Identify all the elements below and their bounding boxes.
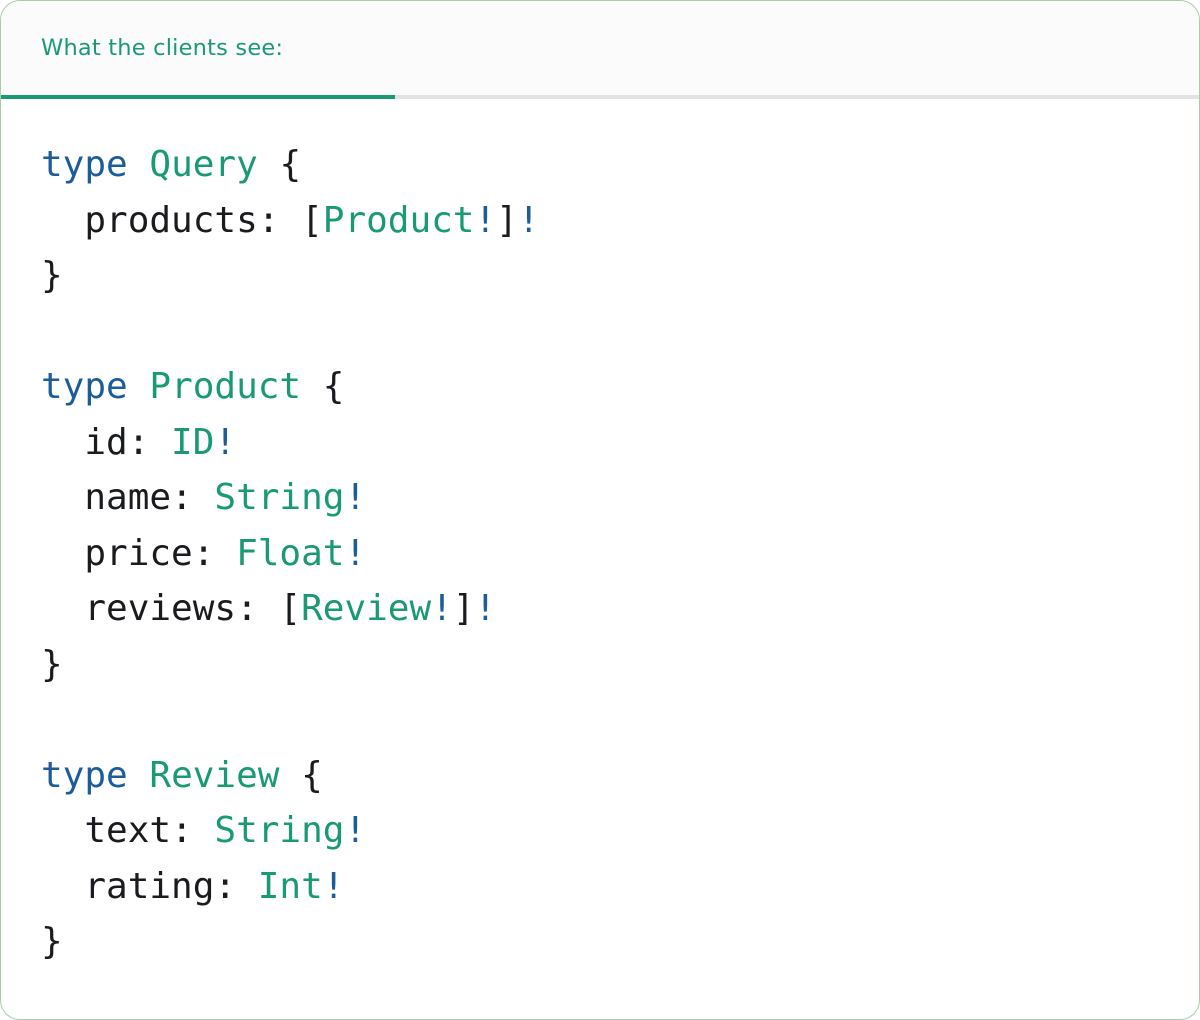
- code-token: rating:: [41, 865, 258, 907]
- code-token: id:: [41, 421, 172, 463]
- code-token: !: [431, 588, 453, 629]
- tab-label: What the clients see:: [41, 35, 284, 61]
- code-token: text:: [41, 810, 215, 851]
- code-token: type: [41, 754, 128, 796]
- code-token: String: [214, 810, 345, 851]
- code-token: !: [474, 199, 497, 241]
- code-token: reviews: [: [41, 588, 302, 629]
- code-token: Product: [322, 199, 475, 241]
- code-token: products: [: [41, 199, 323, 241]
- code-token: String: [214, 477, 345, 518]
- code-token: type: [41, 144, 128, 185]
- code-token: Float: [236, 532, 345, 574]
- code-token: [128, 366, 150, 407]
- code-token: Review: [149, 754, 280, 796]
- code-token: Review: [301, 588, 432, 629]
- tab-bar: What the clients see:: [1, 1, 1199, 99]
- code-token: !: [322, 865, 345, 907]
- code-token: [128, 755, 150, 796]
- code-token: name:: [41, 477, 215, 518]
- code-token: Query: [149, 144, 258, 185]
- code-token: !: [214, 421, 237, 463]
- code-token: !: [474, 588, 497, 629]
- code-token: Int: [257, 865, 323, 907]
- code-token: }: [41, 643, 63, 685]
- code-token: type: [41, 366, 128, 407]
- code-token: {: [279, 754, 323, 796]
- code-token: Product: [149, 366, 302, 407]
- graphql-code-block: type Query { products: [Product!]! } typ…: [1, 99, 1199, 1010]
- code-token: price:: [41, 532, 237, 574]
- code-token: ]: [496, 199, 518, 241]
- code-token: !: [344, 477, 367, 518]
- active-tab-indicator: [1, 95, 395, 99]
- code-token: }: [41, 921, 63, 962]
- code-token: !: [344, 810, 367, 851]
- code-token: !: [517, 199, 540, 241]
- code-token: {: [257, 144, 302, 185]
- code-token: ]: [452, 588, 475, 629]
- code-token: !: [344, 532, 367, 574]
- code-token: ID: [171, 421, 215, 463]
- code-token: {: [301, 366, 345, 407]
- code-token: [128, 144, 150, 185]
- code-token: }: [41, 255, 63, 296]
- tab-what-clients-see[interactable]: What the clients see:: [1, 1, 395, 95]
